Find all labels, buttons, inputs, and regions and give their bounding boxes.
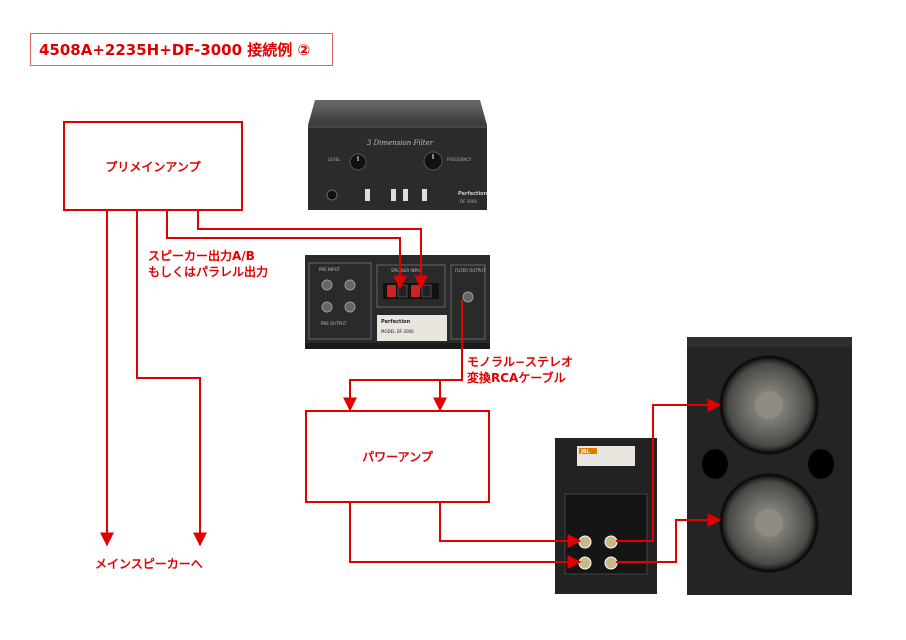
plate-model: MODEL DF-3000 <box>381 329 414 334</box>
power-amp-box: パワーアンプ <box>305 410 490 503</box>
speaker-output-label: スピーカー出力A/B もしくはパラレル出力 <box>148 248 268 280</box>
filter-script-name: 3 Dimension Filter <box>367 139 434 147</box>
main-speaker-label: メインスピーカーへ <box>95 557 203 571</box>
wire-speaker-out-a <box>166 211 407 290</box>
mono-stereo-cable-label: モノラル−ステレオ 変換RCAケーブル <box>467 354 573 386</box>
speaker-input-label: SPEAKER INPUT <box>391 268 423 273</box>
level-label: LEVEL <box>328 157 341 162</box>
wire-speaker-out-b <box>197 211 428 290</box>
wire-terminal-to-upper-woofer <box>616 398 722 542</box>
filter-brand: Perfection <box>458 191 488 197</box>
large-speaker-front-photo <box>687 337 852 595</box>
preamp-label: プリメインアンプ <box>105 159 201 174</box>
wire-power-to-terminal-top <box>439 503 582 548</box>
jbl-badge: JBL <box>580 449 591 455</box>
pre-input-label: PRE INPUT <box>319 267 341 272</box>
filter-back-photo: PRE INPUT PRE OUTPUT SPEAKER INPUT Perfe… <box>305 255 490 349</box>
preamp-box: プリメインアンプ <box>63 121 243 211</box>
mono-stereo-line-2: 変換RCAケーブル <box>467 371 566 385</box>
page-title: 4508A+2235H+DF-3000 接続例 ② <box>30 33 333 66</box>
speaker-output-line-2: もしくはパラレル出力 <box>148 265 269 279</box>
frequency-label: FREQUENCY <box>447 157 472 162</box>
wire-power-to-terminal-bottom <box>349 503 582 569</box>
power-amp-label: パワーアンプ <box>362 450 433 464</box>
pre-output-label: PRE OUTPUT <box>321 321 347 326</box>
mono-stereo-line-1: モノラル−ステレオ <box>467 355 574 369</box>
speaker-output-line-1: スピーカー出力A/B <box>148 249 255 263</box>
wire-filter-out-to-power <box>343 300 463 412</box>
filter-model: DF-3000 <box>460 199 477 204</box>
wire-preamp-to-main-right <box>136 211 207 547</box>
filter-front-photo: 3 Dimension Filter LEVEL FREQUENCY Perfe… <box>308 100 488 210</box>
wire-terminal-to-lower-woofer <box>616 513 722 563</box>
filter-output-label: FILTER OUTPUT <box>455 268 486 273</box>
plate-brand: Perfection <box>381 319 411 325</box>
